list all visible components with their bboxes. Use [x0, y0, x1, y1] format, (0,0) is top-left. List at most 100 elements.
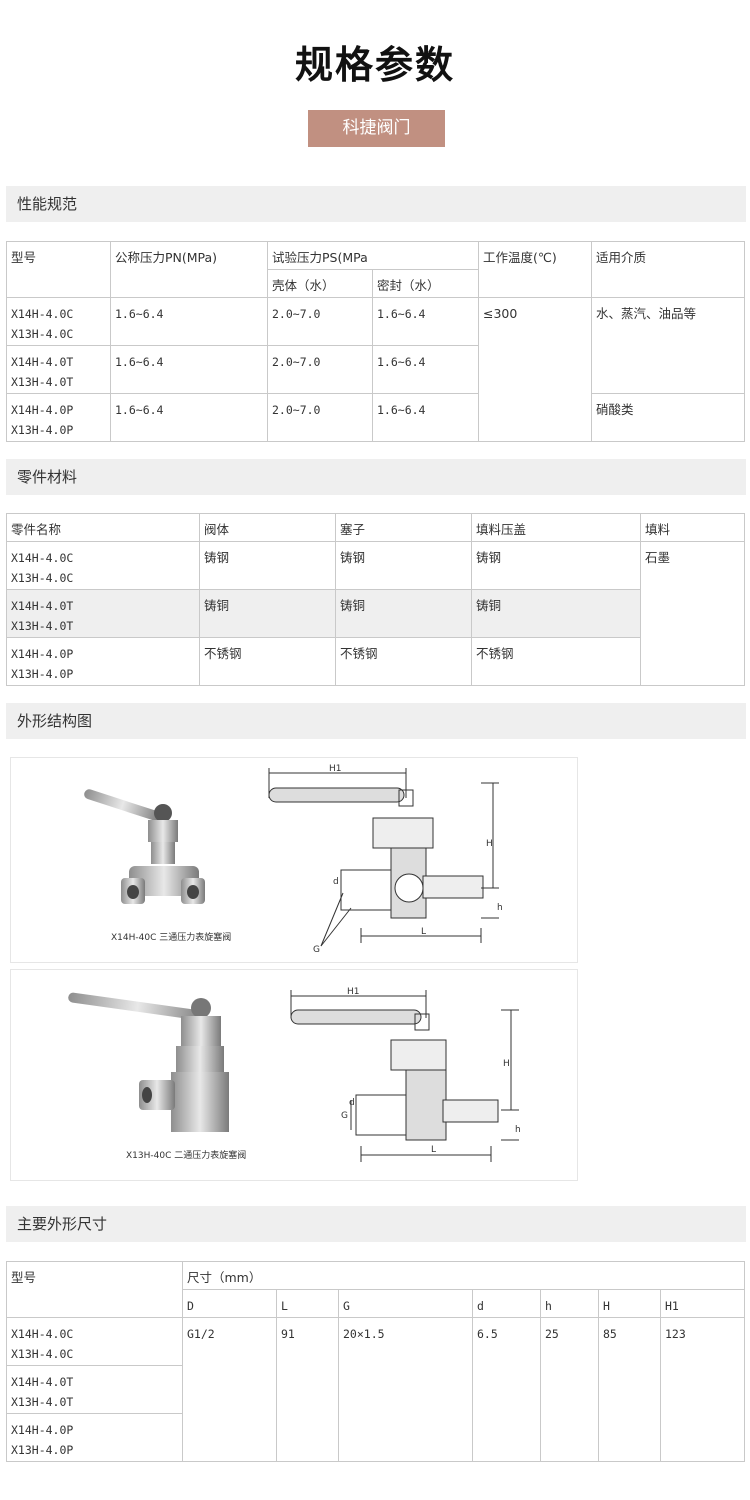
- plug-cell: 铸钢: [335, 541, 472, 590]
- header-ps: 试验压力PS(MPa: [267, 241, 479, 270]
- valve-photo: [84, 789, 205, 904]
- header-packing: 填料: [640, 513, 745, 542]
- media-cell: 硝酸类: [591, 393, 745, 442]
- label-h1: H1: [347, 987, 360, 997]
- col-header-d-upper: D: [182, 1289, 277, 1318]
- value-l: 91: [276, 1317, 339, 1462]
- col-header-h: H: [598, 1289, 661, 1318]
- performance-table: 型号 公称压力PN(MPa) 试验压力PS(MPa 工作温度(℃) 适用介质 壳…: [6, 241, 745, 442]
- figure-three-way-valve: H1 H h d G L X14H-40C 三通压力表旋塞阀: [10, 757, 578, 963]
- seal-cell: 1.6~6.4: [372, 297, 479, 346]
- figure-caption: X14H-40C 三通压力表旋塞阀: [111, 933, 232, 943]
- valve-drawing: [290, 990, 519, 1162]
- media-cell: 水、蒸汽、油品等: [591, 297, 745, 394]
- label-g: G: [341, 1111, 348, 1121]
- col-header-d: d: [472, 1289, 541, 1318]
- header-gland: 填料压盖: [471, 513, 641, 542]
- label-g: G: [313, 945, 320, 955]
- col-header-h1: H1: [659, 1289, 746, 1318]
- header-plug: 塞子: [335, 513, 472, 542]
- valve-photo: [68, 992, 229, 1132]
- valve-photo-two-way: H1 H h G d L: [68, 987, 521, 1162]
- gland-cell: 铸钢: [471, 541, 641, 590]
- label-small-h: h: [497, 903, 503, 913]
- figure-two-way-valve: H1 H h G d L X13H-40C 二通压力表旋塞阀: [10, 969, 578, 1181]
- section-title: 零件材料: [17, 468, 78, 486]
- label-d: d: [333, 877, 339, 887]
- brand-badge: 科捷阀门: [308, 110, 445, 147]
- section-title: 主要外形尺寸: [17, 1215, 108, 1233]
- seal-cell: 1.6~6.4: [372, 393, 479, 442]
- section-title: 性能规范: [17, 195, 78, 213]
- section-performance-header: 性能规范: [6, 186, 746, 222]
- section-title: 外形结构图: [17, 712, 93, 730]
- value-h1: 123: [659, 1317, 746, 1462]
- section-dimensions-header: 主要外形尺寸: [6, 1206, 746, 1242]
- figure-caption: X13H-40C 二通压力表旋塞阀: [126, 1151, 247, 1161]
- packing-cell: 石墨: [640, 541, 745, 686]
- value-d-upper: G1/2: [182, 1317, 277, 1462]
- header-part-name: 零件名称: [6, 513, 200, 542]
- body-cell: 铸钢: [199, 541, 336, 590]
- label-d: d: [349, 1098, 355, 1108]
- page-title: 规格参数: [294, 43, 455, 87]
- header-temp: 工作温度(℃): [478, 241, 592, 298]
- label-small-h: h: [515, 1125, 521, 1135]
- body-cell: 不锈钢: [199, 637, 336, 686]
- shell-cell: 2.0~7.0: [267, 345, 373, 394]
- section-drawing-header: 外形结构图: [6, 703, 746, 739]
- gland-cell: 不锈钢: [471, 637, 641, 686]
- col-header-h-small: h: [540, 1289, 599, 1318]
- seal-cell: 1.6~6.4: [372, 345, 479, 394]
- header-media: 适用介质: [591, 241, 745, 298]
- header-size: 尺寸（mm）: [181, 1261, 746, 1290]
- pn-cell: 1.6~6.4: [110, 345, 268, 394]
- body-cell: 铸铜: [199, 589, 336, 638]
- section-materials-header: 零件材料: [6, 459, 746, 495]
- gland-cell: 铸铜: [471, 589, 641, 638]
- header-pn: 公称压力PN(MPa): [110, 241, 268, 298]
- header-model: 型号: [6, 241, 111, 298]
- plug-cell: 铸铜: [335, 589, 472, 638]
- label-l: L: [421, 927, 426, 937]
- value-h-small: 25: [540, 1317, 599, 1462]
- valve-photo-three-way: H1 H h d G L: [84, 764, 503, 955]
- header-body: 阀体: [199, 513, 336, 542]
- valve-drawing: [268, 768, 499, 947]
- temp-cell: ≤300: [478, 297, 592, 442]
- shell-cell: 2.0~7.0: [267, 297, 373, 346]
- value-h: 85: [598, 1317, 661, 1462]
- pn-cell: 1.6~6.4: [110, 297, 268, 346]
- plug-cell: 不锈钢: [335, 637, 472, 686]
- col-header-l: L: [276, 1289, 339, 1318]
- header-seal: 密封（水）: [372, 269, 479, 298]
- shell-cell: 2.0~7.0: [267, 393, 373, 442]
- value-g: 20×1.5: [338, 1317, 473, 1462]
- pn-cell: 1.6~6.4: [110, 393, 268, 442]
- label-big-h: H: [486, 839, 493, 849]
- value-d: 6.5: [472, 1317, 541, 1462]
- label-h1: H1: [329, 764, 342, 774]
- header-shell: 壳体（水）: [267, 269, 373, 298]
- header-model: 型号: [6, 1261, 183, 1318]
- label-l: L: [431, 1145, 436, 1155]
